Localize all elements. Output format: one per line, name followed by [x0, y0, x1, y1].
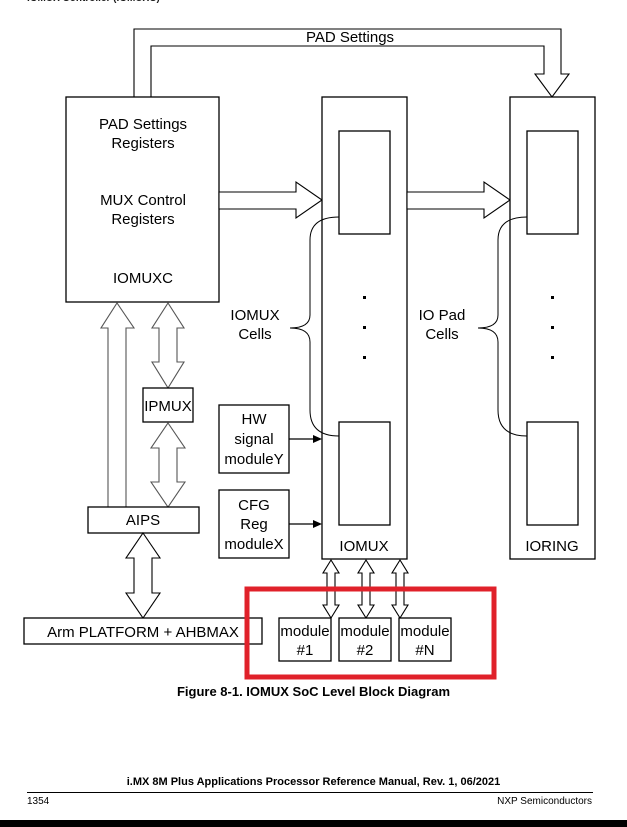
iomuxc-pad-registers-label: Registers: [111, 135, 174, 152]
iomuxc-ipmux-double-arrow: [150, 301, 186, 390]
hw-signal-label-1: HW: [242, 411, 268, 428]
module-1-block: [278, 617, 332, 662]
cfg-reg-label-3: moduleX: [224, 536, 283, 553]
module-2-block: [338, 617, 392, 662]
ioring-name-label: IORING: [525, 538, 578, 555]
module-2-label-2: #2: [357, 642, 374, 659]
cfg-reg-module-block: [218, 489, 290, 559]
mux-control-arrow: [218, 180, 323, 220]
iomuxc-mux-control-label: MUX Control: [100, 192, 186, 209]
iomux-ellipsis-dot: [363, 326, 366, 329]
ioring-ellipsis-dot: [551, 326, 554, 329]
io-pad-cells-label-2: Cells: [425, 326, 458, 343]
page-bottom-edge: [0, 820, 627, 827]
io-pad-cell-top: [526, 130, 579, 235]
cfg-reg-arrowhead-icon: [313, 520, 322, 528]
highlight-box: [244, 586, 497, 680]
iomuxc-mux-registers-label: Registers: [111, 211, 174, 228]
aips-label: AIPS: [126, 512, 160, 529]
iomux-ellipsis-dot: [363, 356, 366, 359]
iomux-cells-brace: [289, 216, 340, 437]
io-pad-cell-bottom: [526, 421, 579, 526]
pad-settings-bus-label: PAD Settings: [306, 29, 394, 46]
figure-caption: Figure 8-1. IOMUX SoC Level Block Diagra…: [176, 684, 451, 699]
section-header: IOMUX Controller (IOMUXC): [27, 0, 160, 4]
iomux-cell-bottom: [338, 421, 391, 526]
cfg-reg-label-1: CFG: [238, 497, 270, 514]
iomux-block-diagram: PAD Settings PAD Settings Registers MUX …: [23, 28, 596, 680]
footer-title: i.MX 8M Plus Applications Processor Refe…: [126, 776, 501, 788]
iomux-cells-label-1: IOMUX: [230, 307, 279, 324]
ioring-ellipsis-dot: [551, 356, 554, 359]
cfg-reg-label-2: Reg: [240, 516, 268, 533]
footer-divider: [27, 792, 593, 793]
hw-signal-label-3: moduleY: [224, 451, 283, 468]
ipmux-block: [142, 387, 194, 423]
module-n-label-2: #N: [415, 642, 434, 659]
io-pad-cells-label-1: IO Pad: [419, 307, 466, 324]
module-n-block: [398, 617, 452, 662]
iomux-to-ioring-arrow: [406, 180, 511, 220]
aips-block: [87, 506, 200, 534]
aips-to-iomuxc-arrow: [99, 302, 136, 507]
pad-settings-bus-arrow: [133, 28, 571, 98]
iomux-cells-label-2: Cells: [238, 326, 271, 343]
hw-signal-arrowhead-icon: [313, 435, 322, 443]
module-1-label-1: module: [280, 623, 329, 640]
ipmux-aips-double-arrow: [149, 422, 187, 508]
aips-arm-double-arrow: [124, 532, 162, 619]
ipmux-label: IPMUX: [144, 398, 192, 415]
hw-signal-module-block: [218, 404, 290, 474]
iomuxc-name-label: IOMUXC: [113, 270, 173, 287]
module-n-label-1: module: [400, 623, 449, 640]
iomuxc-block: [65, 96, 220, 303]
publisher: NXP Semiconductors: [497, 796, 592, 807]
arm-platform-block: [23, 617, 263, 645]
arm-platform-label: Arm PLATFORM + AHBMAX: [47, 624, 239, 641]
module-1-label-2: #1: [297, 642, 314, 659]
page-number: 1354: [27, 796, 50, 807]
io-pad-cells-brace: [477, 216, 528, 437]
iomux-ellipsis-dot: [363, 296, 366, 299]
iomuxc-pad-settings-label: PAD Settings: [99, 116, 187, 133]
iomux-cell-top: [338, 130, 391, 235]
ioring-ellipsis-dot: [551, 296, 554, 299]
hw-signal-label-2: signal: [234, 431, 273, 448]
module-2-label-1: module: [340, 623, 389, 640]
iomux-name-label: IOMUX: [339, 538, 388, 555]
